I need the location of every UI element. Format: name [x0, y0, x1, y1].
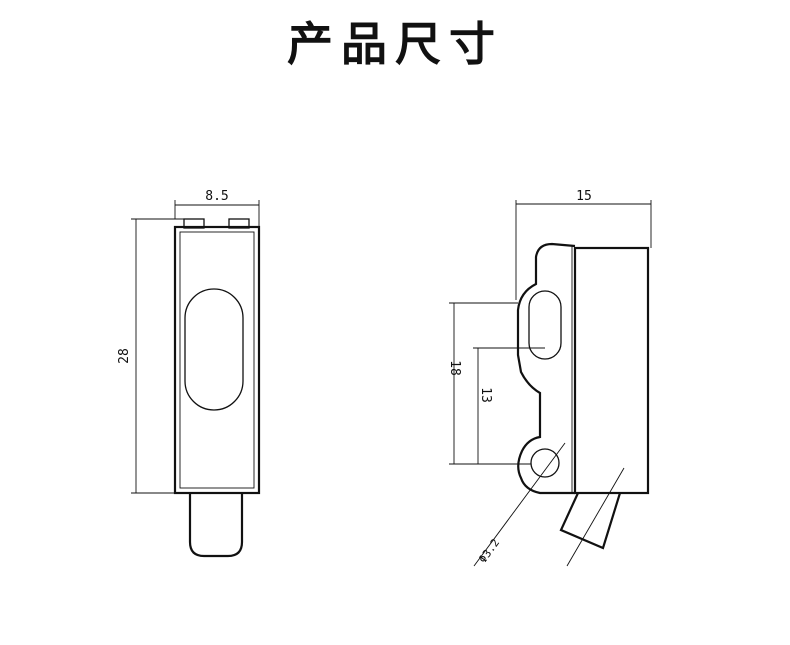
side-hole-leader	[473, 442, 566, 567]
page-title: 产品尺寸	[287, 17, 503, 71]
side-inner-height-label: 13	[478, 387, 493, 403]
side-cable-centerline	[566, 467, 625, 567]
front-body-outline	[173, 225, 261, 495]
front-width-label: 8.5	[205, 189, 228, 204]
side-mounting-hole	[530, 448, 560, 478]
side-view: 15 18 13 Φ3.2	[447, 189, 652, 567]
side-flange-profile	[516, 242, 576, 495]
front-height-label: 28	[117, 348, 132, 364]
side-mounting-slot	[528, 290, 562, 360]
front-view: 8.5 28	[117, 189, 261, 558]
side-body-outline	[573, 246, 650, 495]
side-depth-label: 15	[576, 189, 592, 204]
side-cable	[559, 492, 622, 550]
front-body-inner-frame	[179, 231, 255, 489]
front-lens-window	[184, 288, 244, 411]
front-cable	[188, 494, 244, 558]
side-hole-label: Φ3.2	[476, 536, 502, 565]
side-outer-height-label: 18	[447, 360, 462, 376]
